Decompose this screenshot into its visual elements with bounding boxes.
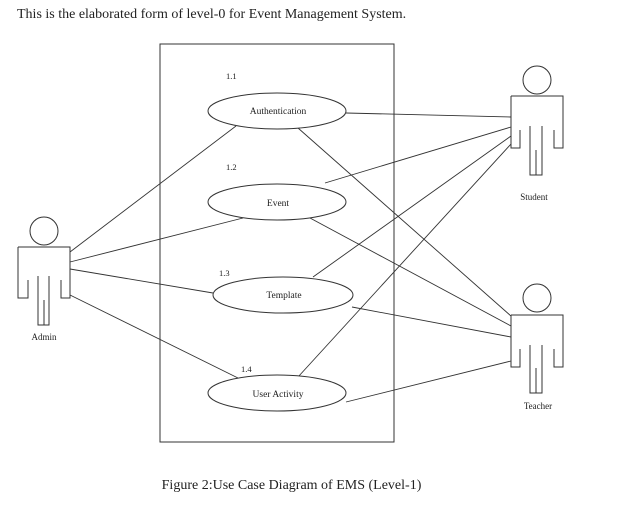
actor-student: Student: [510, 65, 564, 202]
line-admin-user-activity: [69, 294, 239, 379]
actor-head-icon: [522, 65, 552, 95]
actor-head-icon: [29, 216, 59, 246]
actor-label: Student: [520, 192, 548, 202]
figure-caption: Figure 2:Use Case Diagram of EMS (Level-…: [161, 478, 422, 493]
actor-teacher: Teacher: [510, 283, 564, 411]
use-case-user-activity: 1.4 User Activity: [207, 364, 347, 412]
actor-body-icon: [510, 95, 564, 176]
line-admin-template: [69, 268, 214, 294]
use-case-number: 1.3: [219, 268, 230, 278]
use-case-number: 1.1: [226, 71, 237, 81]
line-student-event: [324, 126, 512, 184]
use-case-label: Authentication: [250, 107, 307, 117]
use-case-ellipse: [207, 374, 347, 412]
use-case-ellipse: [212, 276, 354, 314]
actor-body-icon: [17, 246, 71, 326]
use-case-number: 1.2: [226, 162, 237, 172]
use-case-label: User Activity: [253, 390, 304, 400]
line-teacher-authentication: [297, 127, 512, 317]
use-case-authentication: 1.1 Authentication: [207, 71, 347, 130]
use-case-ellipse: [207, 183, 347, 221]
use-case-ellipse: [207, 92, 347, 130]
use-case-event: 1.2 Event: [207, 162, 347, 221]
use-case-label: Event: [267, 199, 290, 209]
actor-admin: Admin: [17, 216, 71, 342]
actor-body-icon: [510, 314, 564, 394]
line-teacher-user-activity: [345, 360, 512, 403]
association-lines: [69, 112, 512, 403]
line-teacher-event: [309, 217, 512, 327]
system-boundary: [159, 43, 395, 443]
line-admin-event: [69, 217, 244, 263]
line-student-authentication: [345, 112, 512, 118]
actor-head-icon: [522, 283, 552, 313]
actor-label: Admin: [31, 332, 57, 342]
line-admin-authentication: [69, 125, 237, 253]
use-case-number: 1.4: [241, 364, 252, 374]
line-student-template: [312, 135, 512, 278]
use-case-template: 1.3 Template: [212, 268, 354, 314]
line-teacher-template: [351, 306, 512, 338]
intro-text: This is the elaborated form of level-0 f…: [17, 7, 407, 22]
line-student-user-activity: [297, 143, 512, 378]
use-case-label: Template: [266, 291, 301, 301]
actor-label: Teacher: [524, 401, 552, 411]
